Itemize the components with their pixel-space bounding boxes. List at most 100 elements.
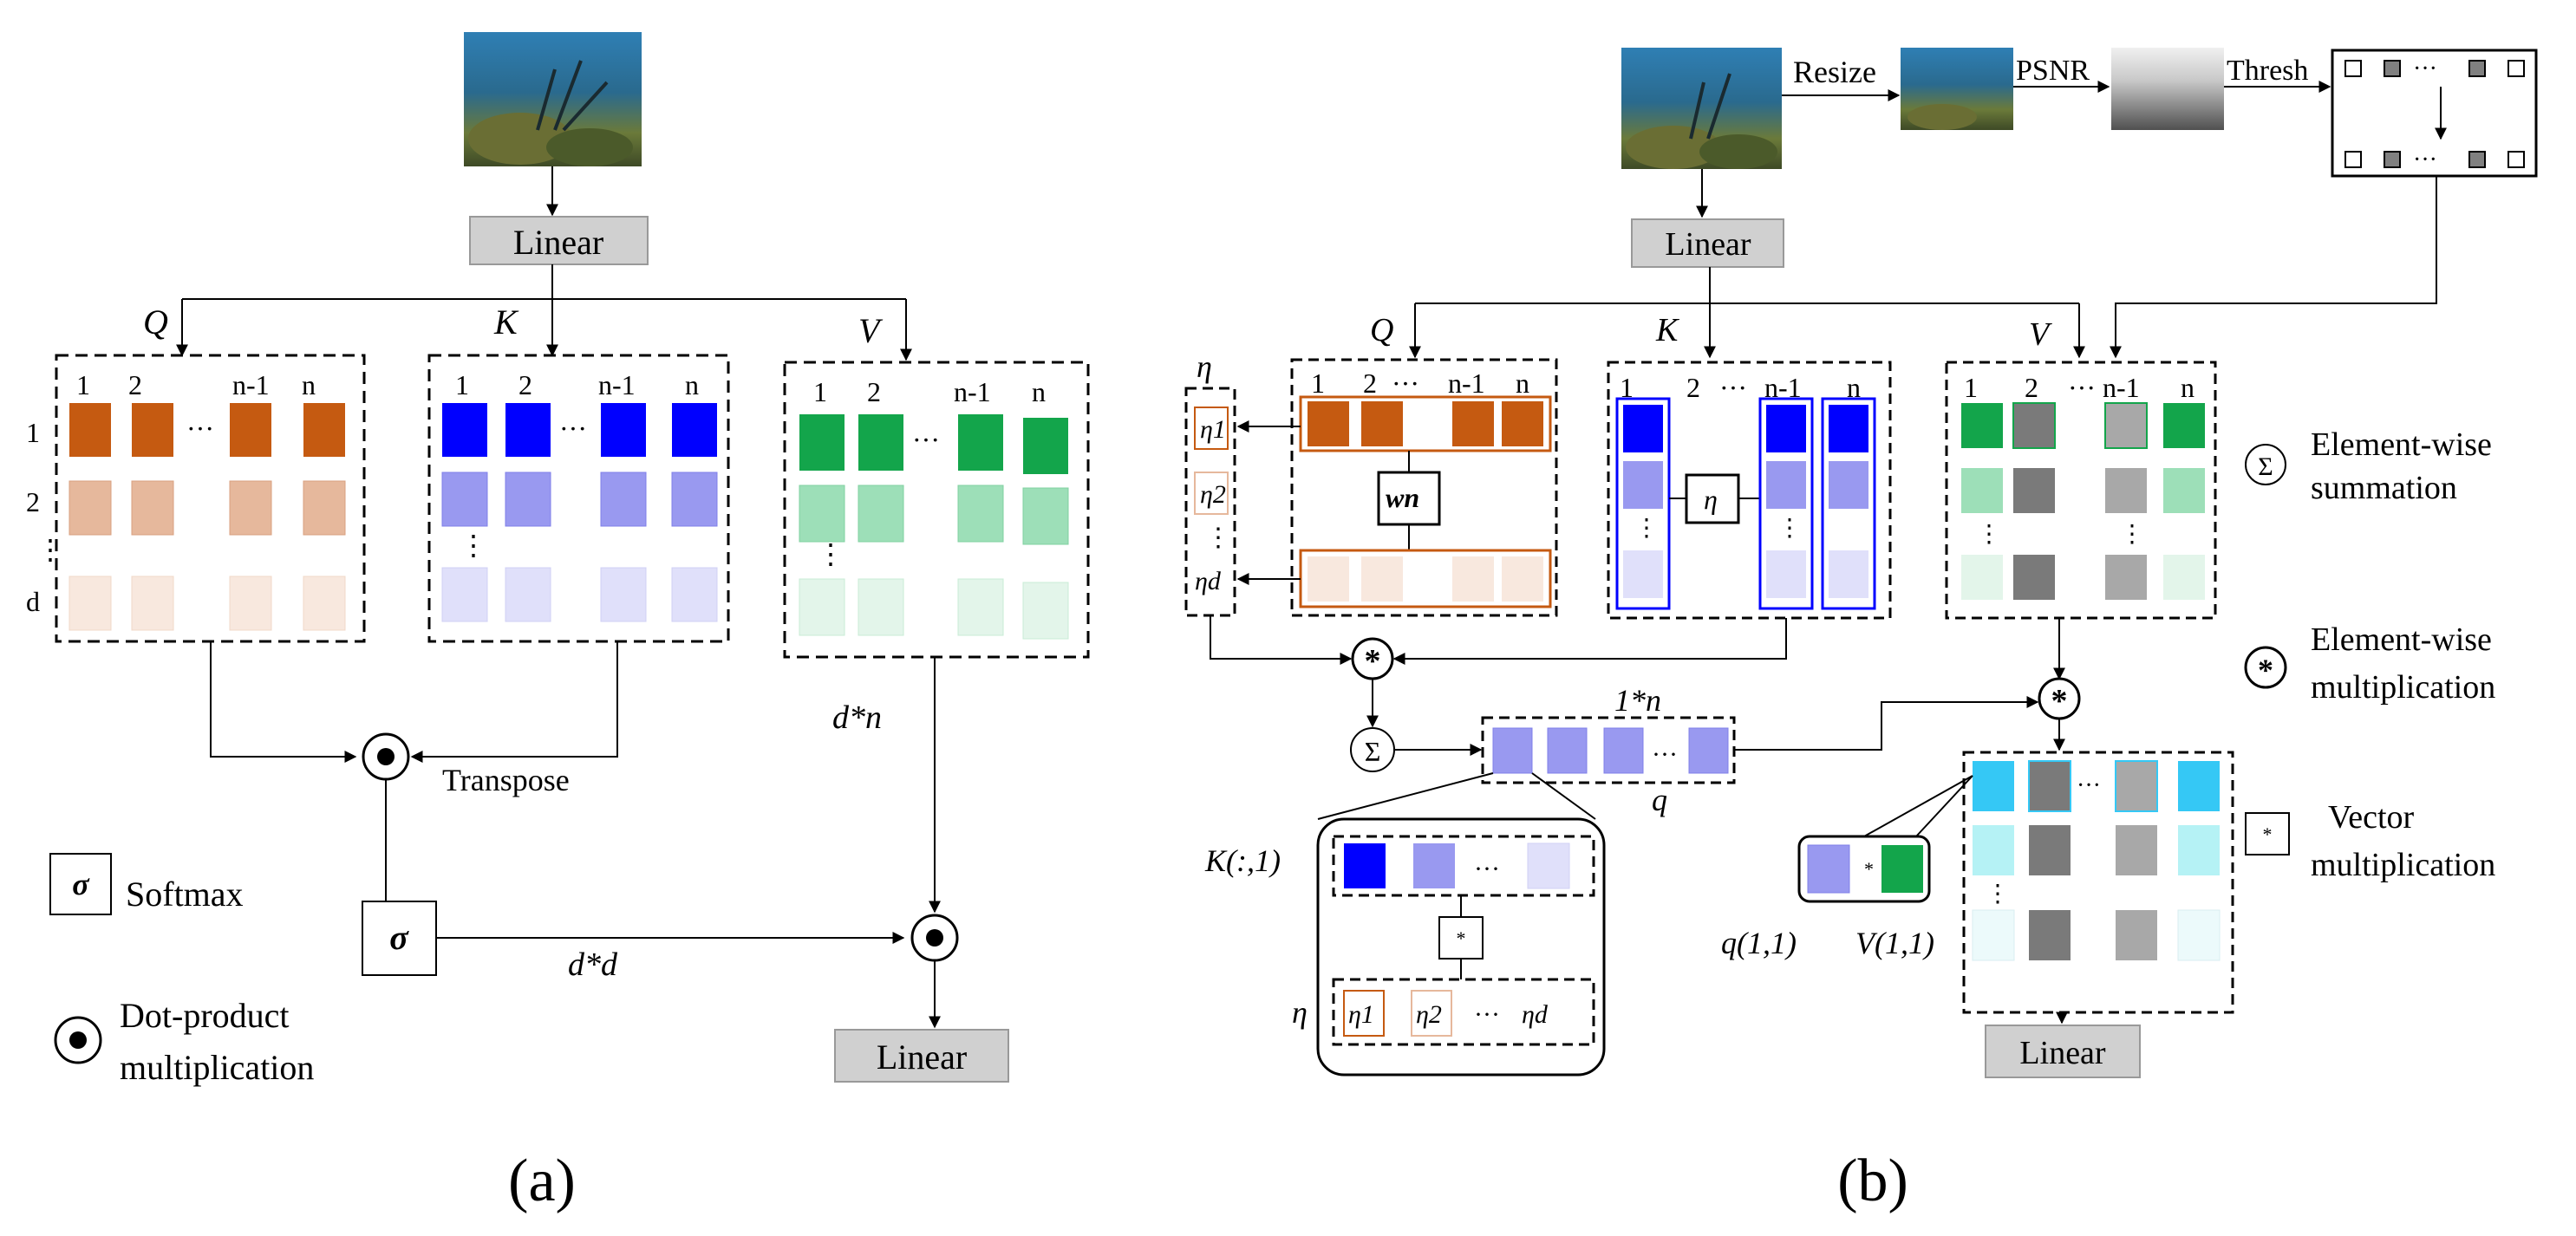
q-vec-cell [1603, 727, 1644, 774]
dot-legend-line2: multiplication [120, 1048, 314, 1087]
v-cell [957, 578, 1004, 636]
k-cell [672, 403, 717, 457]
v-cell [799, 414, 845, 471]
out-cell [2029, 825, 2071, 875]
eta-row-label: η [1292, 995, 1308, 1030]
eta-item: ⋮ [1205, 524, 1231, 552]
eta-item: η2 [1200, 480, 1226, 509]
v-cell [799, 578, 845, 636]
v-cell [1961, 468, 2003, 513]
v-cell [2163, 468, 2205, 513]
col-label: n-1 [598, 369, 636, 400]
out-cell [2178, 825, 2220, 875]
k-cell [441, 472, 488, 527]
ellipsis: ··· [1652, 740, 1678, 769]
ellipsis: ⋮ [817, 538, 845, 569]
col-label: 1 [1620, 372, 1634, 403]
k-col-cell [1413, 843, 1455, 888]
q-small-label: q [1652, 783, 1667, 817]
eta-cell [1194, 407, 1229, 450]
v-cells-a: ··· ⋮ [799, 414, 1069, 640]
v-cell [1022, 582, 1069, 640]
q-label-b: Q [1370, 312, 1393, 348]
row-label: 2 [26, 486, 40, 517]
star-small: * [1864, 858, 1874, 880]
caption-b: (b) [1837, 1148, 1908, 1214]
v-cell [799, 485, 845, 543]
star-symbol: * [2051, 683, 2068, 719]
k-col-cell [1344, 843, 1386, 888]
k-col-outline [1615, 397, 1671, 610]
k-matrix-b [1607, 361, 1892, 620]
v-cell [2104, 402, 2148, 449]
col-label: n [1847, 372, 1861, 403]
sum-legend-icon: Σ [2245, 444, 2286, 485]
col-label: 2 [128, 369, 142, 400]
ellipsis: ··· [2077, 772, 2101, 799]
ellipsis: ⋮ [1977, 521, 2001, 548]
v-cell [2105, 468, 2147, 513]
q-cell [132, 403, 173, 457]
q-row-outline [1299, 395, 1552, 452]
dot-product-node-a2 [910, 914, 959, 962]
q-cell [68, 480, 112, 536]
v11-cell [1881, 845, 1923, 893]
k-cells-a: ··· ⋮ [441, 403, 718, 622]
k-matrix-a [427, 354, 730, 643]
k-cell [1623, 461, 1663, 509]
linear-box-b [1631, 218, 1784, 268]
wn-label: wn [1386, 482, 1419, 513]
q-cell [1361, 556, 1403, 602]
panel-a: Linear Q K V 1 2 ⋮ d 1 2 n-1 n ··· [26, 32, 1090, 1214]
col-label: n [2181, 372, 2194, 403]
legend-mul-line2: multiplication [2311, 669, 2495, 706]
v-cell [1022, 487, 1069, 545]
eta-row-item: η2 [1416, 1000, 1442, 1029]
v-cell [957, 485, 1004, 543]
linear-output-a [834, 1029, 1009, 1083]
k-cell [1829, 461, 1868, 509]
col-label: 1 [76, 369, 90, 400]
legend-vec-line2: multiplication [2311, 847, 2495, 883]
sum-symbol: Σ [1365, 736, 1381, 767]
col-label: n-1 [1448, 368, 1485, 399]
q-vec-cell [1688, 727, 1729, 774]
col-label: 1 [1311, 368, 1325, 399]
col-label: 1 [455, 369, 469, 400]
out-cell [2028, 760, 2071, 812]
q-cell [303, 403, 345, 457]
softmax-legend-label: Softmax [126, 875, 244, 914]
star-symbol: * [1365, 643, 1381, 680]
col-label: 2 [1686, 372, 1700, 403]
linear-output-b [1985, 1025, 2141, 1078]
qv-detail [1797, 835, 1931, 903]
q-cell [1308, 401, 1349, 446]
eta-row-item: η1 [1348, 1000, 1374, 1029]
vec-legend-icon [2245, 812, 2290, 855]
q-cell [303, 576, 346, 631]
ellipsis: ⋮ [1777, 515, 1802, 542]
k-col-cell [1527, 842, 1570, 889]
detail-zoom [1316, 817, 1606, 1077]
linear-box-a [469, 216, 649, 265]
elementwise-mul-node-1: * [1351, 637, 1394, 680]
star-small: * [1457, 927, 1466, 949]
col-label: n-1 [954, 376, 991, 407]
transpose-label: Transpose [442, 763, 570, 797]
v-cell [858, 485, 904, 543]
col-label: n [1516, 368, 1529, 399]
q-cell [1502, 556, 1543, 602]
v-matrix-b [1945, 361, 2217, 620]
caption-a: (a) [508, 1148, 576, 1214]
col-label: 1 [1964, 372, 1978, 403]
k-cell [671, 472, 718, 527]
ellipsis: ··· [1474, 1000, 1500, 1029]
q-vec-cell [1547, 727, 1588, 774]
col-label: 2 [1363, 368, 1377, 399]
k-cell [671, 567, 718, 622]
ellipsis: ⋮ [1634, 515, 1659, 542]
sigma-symbol: σ [389, 918, 409, 957]
q11-cell [1807, 844, 1850, 894]
ellipsis: ⋮ [2120, 521, 2144, 548]
ellipsis: ⋮ [460, 530, 487, 561]
